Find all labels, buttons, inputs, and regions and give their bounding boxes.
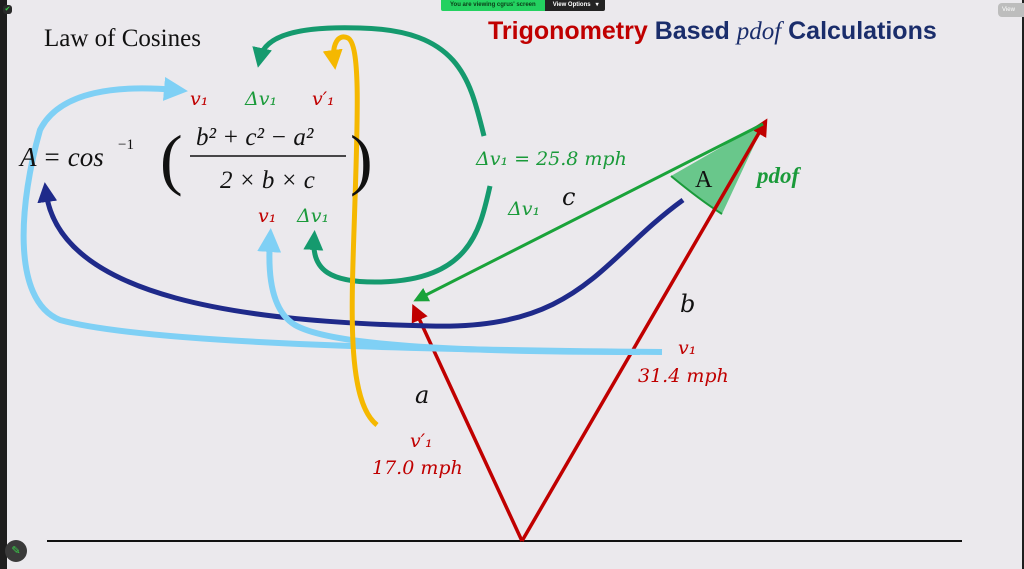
side-b-label: b (680, 290, 695, 318)
law-of-cosines-formula: A = cos −1 ( b² + c² − a² 2 × b × c ) (18, 121, 373, 197)
zoom-left-toolbar (0, 0, 7, 569)
label-below-dv1: Δv₁ (296, 205, 329, 227)
dv-to-top-arrow (252, 25, 487, 137)
formula-numerator: b² + c² − a² (196, 124, 314, 151)
formula-inverse-exponent: −1 (118, 137, 134, 153)
vprime-to-top-arrow (322, 34, 379, 427)
vector-b-line (520, 118, 768, 542)
annotate-pencil-icon[interactable]: ✎ (5, 540, 27, 562)
label-above-vprime1: v′₁ (312, 88, 335, 110)
view-label: View (1002, 7, 1015, 13)
angle-a-label: A (695, 167, 713, 193)
side-c-dv-label: Δv₁ (507, 198, 540, 220)
slide-title: Trigonometry Based pdof Calculations (488, 17, 937, 45)
right-paren: ) (350, 121, 373, 197)
angle-a-arc (670, 175, 723, 215)
title-pdof: pdof (735, 18, 785, 45)
angle-to-formula-arrow (37, 182, 685, 329)
side-b-speed: 31.4 mph (638, 365, 729, 387)
title-based: Based (655, 17, 730, 45)
screen-share-banner: You are viewing cgrus' screen View Optio… (441, 0, 605, 11)
vector-c-line (413, 122, 764, 302)
law-of-cosines-heading: Law of Cosines (44, 25, 201, 52)
view-options-label: View Options (552, 2, 591, 8)
side-b-v-label: v₁ (678, 337, 696, 359)
side-c-label: c (562, 183, 575, 211)
v1-to-bottom-arrow (257, 228, 641, 355)
side-a-v-label: v′₁ (410, 430, 433, 452)
chevron-down-icon: ▾ (595, 2, 599, 8)
label-below-v1: v₁ (258, 205, 276, 227)
dv-value-label: Δv₁ = 25.8 mph (475, 148, 627, 170)
angle-a-shaded (671, 122, 765, 214)
left-paren: ( (160, 121, 183, 197)
title-trigonometry: Trigonometry (488, 17, 648, 45)
viewing-screen-label: You are viewing cgrus' screen (441, 0, 545, 11)
side-a-label: a (415, 381, 429, 409)
view-options-button[interactable]: View Options ▾ (544, 0, 605, 11)
view-button[interactable]: View (998, 3, 1024, 17)
formula-denominator: 2 × b × c (220, 167, 315, 194)
formula-lhs: A = cos (18, 142, 104, 172)
label-above-dv1: Δv₁ (244, 88, 277, 110)
dv-to-bottom-arrow (303, 185, 493, 285)
zoom-right-edge (1022, 0, 1024, 569)
v1-to-top-arrow (20, 76, 663, 355)
label-above-v1: v₁ (190, 88, 208, 110)
security-shield-icon[interactable]: ✔ (3, 5, 12, 14)
pdof-label: pdof (755, 163, 802, 188)
side-a-speed: 17.0 mph (372, 457, 463, 479)
title-calculations: Calculations (788, 17, 937, 45)
